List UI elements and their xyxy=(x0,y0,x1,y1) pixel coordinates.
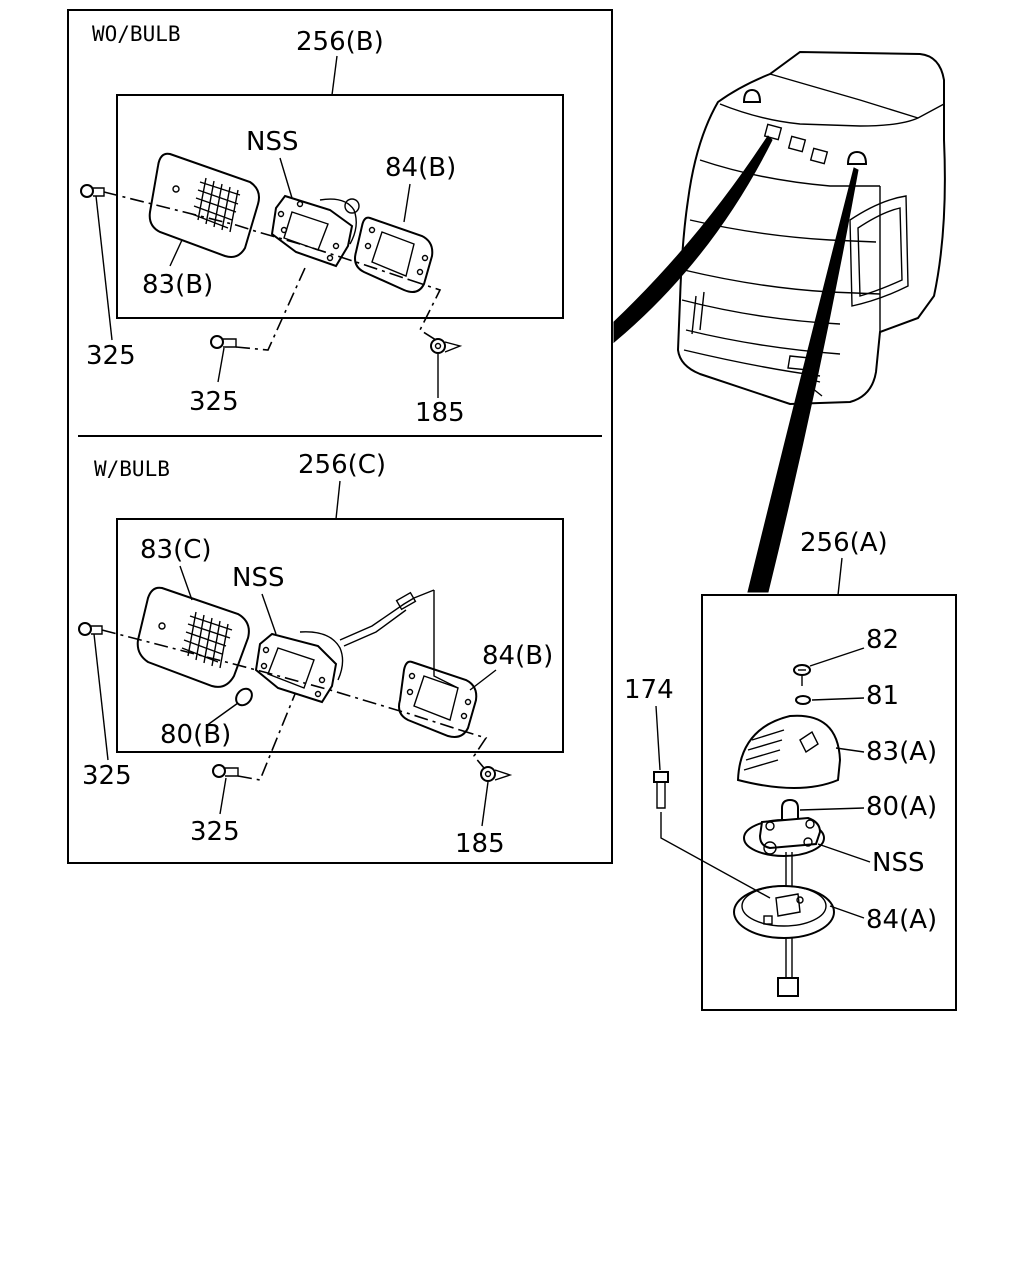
base-84b-top xyxy=(354,216,434,293)
label-84b-top: 84(B) xyxy=(385,153,456,183)
bolt-174 xyxy=(653,771,669,809)
inner-box-256b xyxy=(116,94,564,319)
section-with-bulb: W/BULB 256(C) xyxy=(78,450,564,859)
label-84a: 84(A) xyxy=(866,905,937,935)
truck-cab-illustration xyxy=(613,50,946,593)
label-83c: 83(C) xyxy=(140,535,212,565)
label-83b: 83(B) xyxy=(142,270,213,300)
label-256c: 256(C) xyxy=(298,450,386,480)
screw-82 xyxy=(793,664,811,686)
screw-325-left-top xyxy=(80,184,105,198)
label-83a: 83(A) xyxy=(866,737,937,767)
base-84a xyxy=(733,885,835,939)
label-80a: 80(A) xyxy=(866,792,937,822)
label-185-bottom: 185 xyxy=(455,829,505,859)
roof-lamp-frame xyxy=(701,594,957,1011)
section-without-bulb: WO/BULB 256(B) xyxy=(80,22,564,428)
lens-83c xyxy=(136,586,250,688)
screw-325-bottom-bottom xyxy=(212,764,239,778)
bulb-80b xyxy=(235,687,253,707)
label-82: 82 xyxy=(866,625,899,655)
label-80b: 80(B) xyxy=(160,720,231,750)
label-nss-bottom: NSS xyxy=(232,563,284,593)
section-roof-lamp: 256(A) xyxy=(624,528,957,1011)
lens-dome-83a xyxy=(736,714,842,789)
label-174: 174 xyxy=(624,675,674,705)
label-325-left-bottom: 325 xyxy=(82,761,132,791)
label-185-top: 185 xyxy=(415,398,465,428)
inner-box-256c xyxy=(116,518,564,753)
housing-nss-bottom xyxy=(254,591,417,704)
left-panel-frame xyxy=(67,9,613,864)
section-label-w-bulb: W/BULB xyxy=(94,457,170,481)
label-256b: 256(B) xyxy=(296,27,384,57)
label-325-bottom-bottom: 325 xyxy=(190,817,240,847)
screw-325-bottom-top xyxy=(210,335,237,349)
label-325-left-top: 325 xyxy=(86,341,136,371)
label-256a: 256(A) xyxy=(800,528,888,558)
label-81: 81 xyxy=(866,681,899,711)
screw-325-left-bottom xyxy=(78,622,103,636)
lens-83b xyxy=(148,152,260,258)
washer-81 xyxy=(795,695,811,705)
base-84b-bottom xyxy=(398,590,478,738)
label-325-bottom-top: 325 xyxy=(189,387,239,417)
clip-185-top xyxy=(430,338,463,354)
housing-nss-top xyxy=(270,194,360,268)
label-nss-top: NSS xyxy=(246,127,298,157)
clip-185-bottom xyxy=(480,766,513,782)
housing-nss-lamp xyxy=(743,816,825,857)
section-label-wo-bulb: WO/BULB xyxy=(92,22,181,46)
label-84b-bottom: 84(B) xyxy=(482,641,553,671)
label-nss-lamp: NSS xyxy=(872,848,924,878)
